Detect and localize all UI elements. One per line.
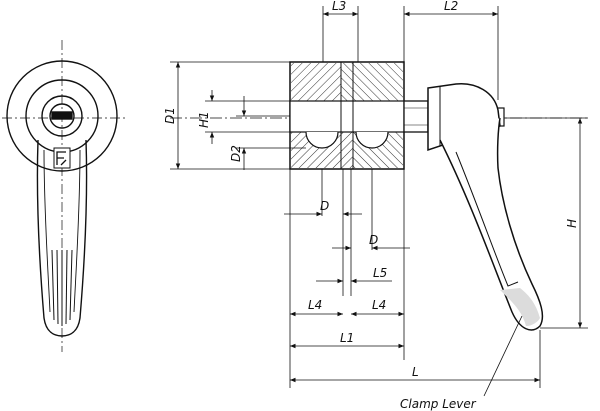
clamp-block-section <box>289 61 405 170</box>
label-d1: D1 <box>163 107 177 124</box>
label-l3: L3 <box>332 0 346 13</box>
front-hub-outer <box>6 60 118 172</box>
front-hub-inner <box>41 95 83 137</box>
label-l1: L1 <box>340 331 354 345</box>
callout-leader <box>483 315 523 397</box>
dimension-labels: L3 L2 D1 H1 D2 H D D L5 L4 L4 L1 L Clamp… <box>163 0 579 411</box>
clamp-bore <box>289 100 405 133</box>
front-handle-outline <box>36 139 88 337</box>
side-view <box>170 61 590 331</box>
label-l4-right: L4 <box>372 298 386 312</box>
label-l2: L2 <box>444 0 458 13</box>
label-h1: H1 <box>197 111 211 128</box>
label-d-lower: D <box>369 233 378 247</box>
callout-clamp-lever: Clamp Lever <box>400 397 477 411</box>
label-d2: D2 <box>229 145 243 162</box>
label-l4-left: L4 <box>308 298 322 312</box>
lever-arm-contour <box>455 151 519 287</box>
label-l: L <box>412 365 419 379</box>
label-h: H <box>565 219 579 228</box>
threaded-stud <box>403 100 429 133</box>
lever-tip-shade <box>500 288 540 326</box>
dimension-lines <box>170 6 588 397</box>
label-d-upper: D <box>320 199 329 213</box>
front-screw-head <box>49 103 75 129</box>
rod-groove-right <box>355 131 389 149</box>
front-view <box>2 40 128 352</box>
label-l5: L5 <box>373 266 387 280</box>
lever-arm <box>439 117 544 331</box>
rod-groove-left <box>305 131 339 149</box>
front-handle-inner-outline <box>43 149 81 313</box>
brand-logo-icon <box>53 147 71 169</box>
front-screw-slot <box>51 111 73 120</box>
front-grip-grooves <box>51 249 73 326</box>
